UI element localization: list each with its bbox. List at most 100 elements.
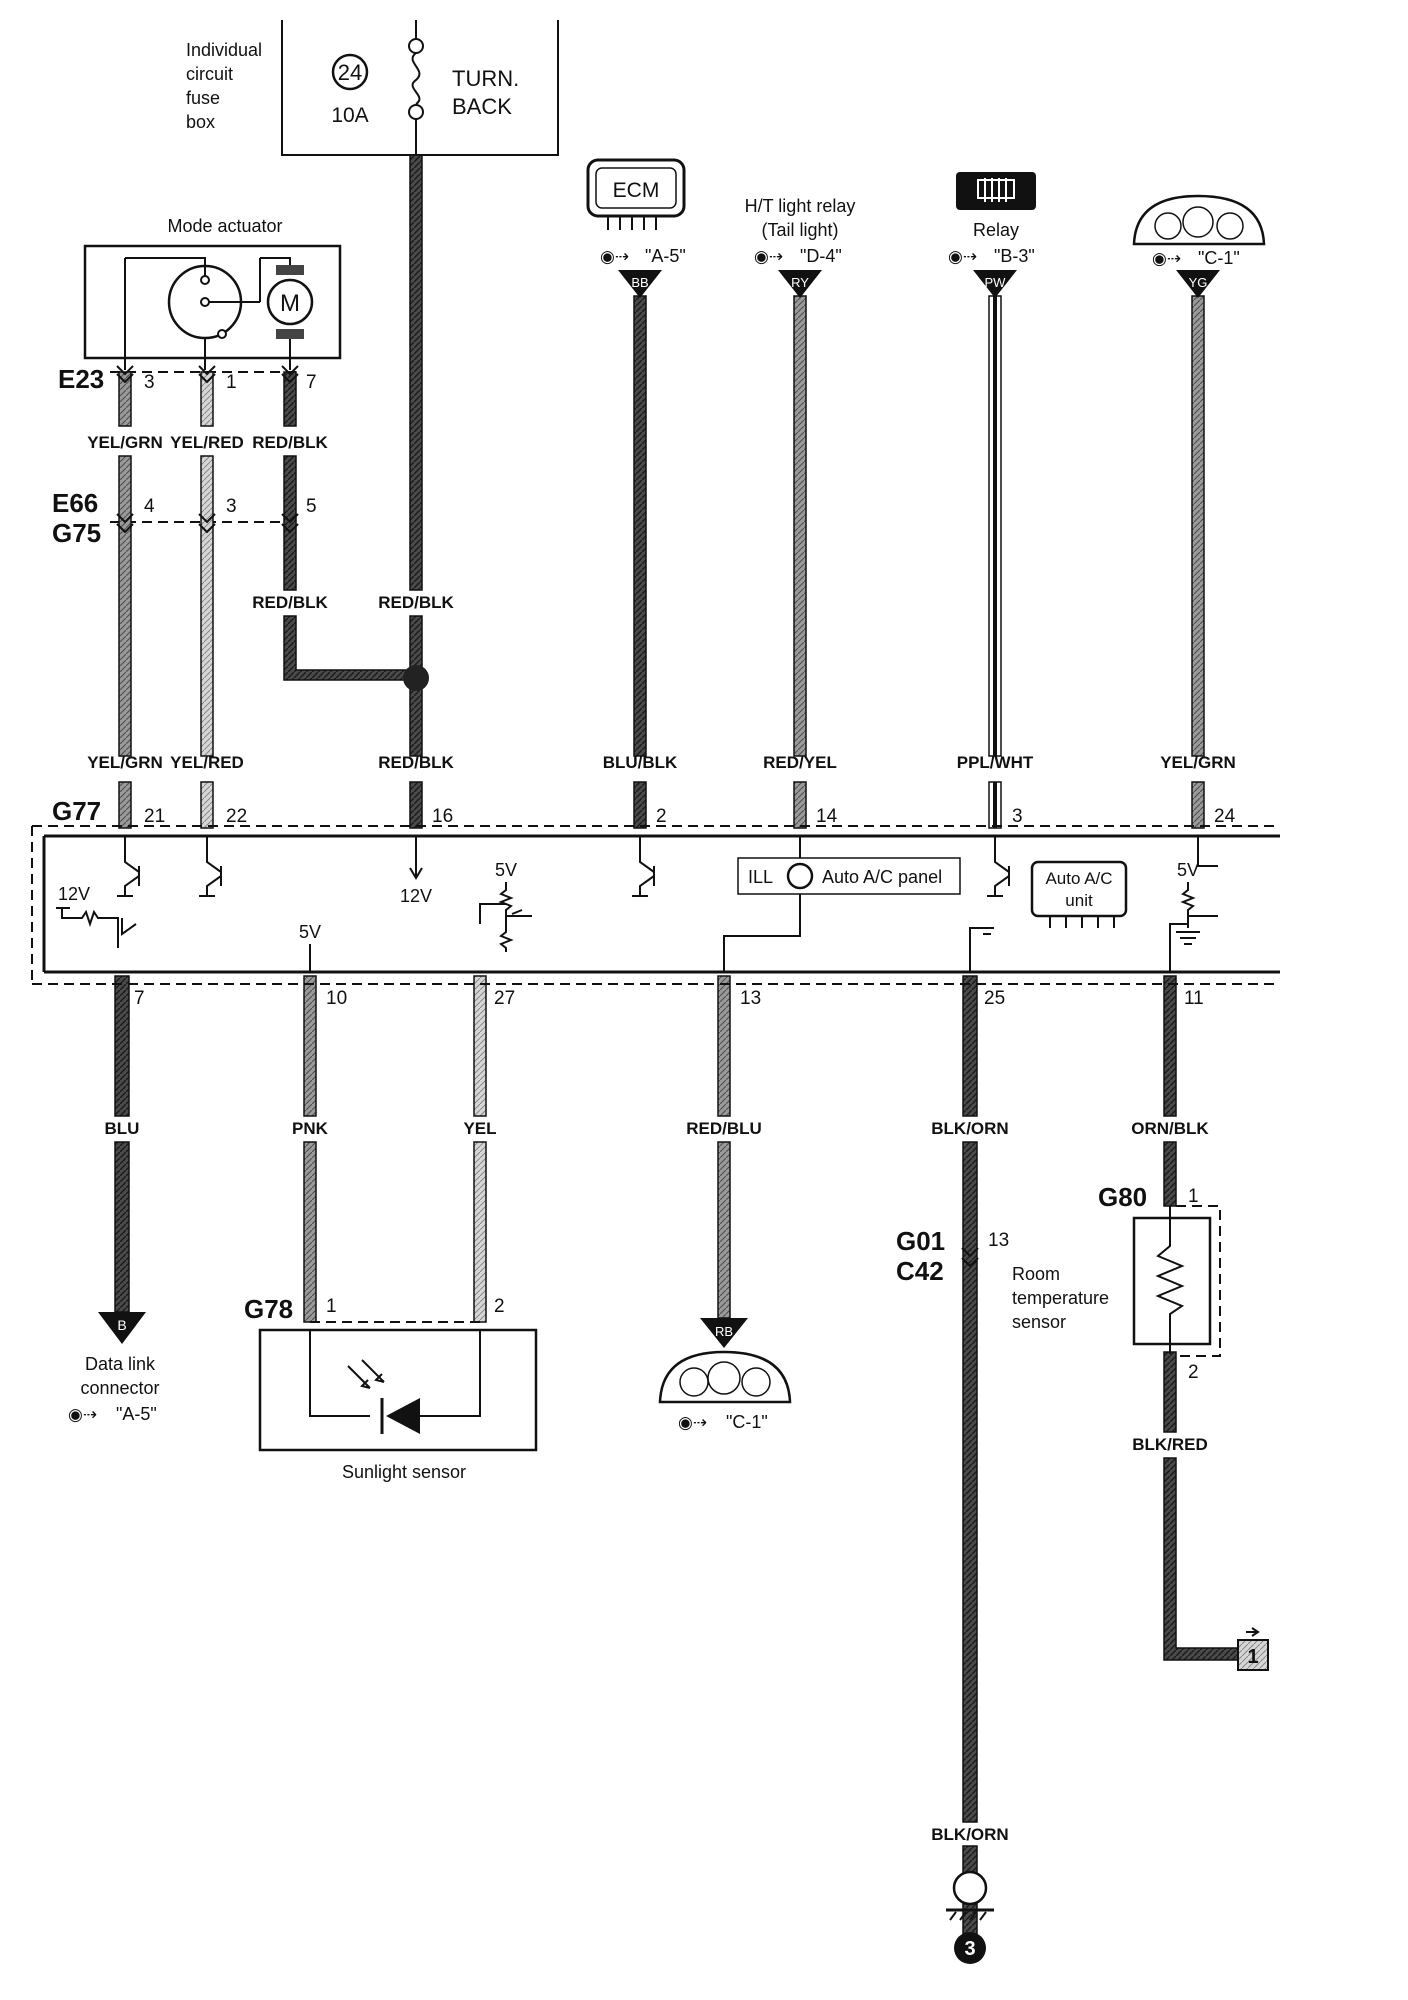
- wire-e23-1: YEL/RED: [170, 433, 244, 452]
- unit-pin-13: 13: [740, 988, 761, 1009]
- ecm-device: ECM ◉⇢ "A-5" BB: [586, 158, 686, 298]
- ecm-ref: "A-5": [645, 246, 686, 266]
- data-link-code: B: [117, 1317, 126, 1333]
- motor-label: M: [280, 290, 300, 317]
- ground-box-label: 1: [1247, 1646, 1258, 1668]
- v12-left: 12V: [58, 884, 90, 904]
- fuse-icon: [408, 20, 424, 155]
- unit-label-2: unit: [1065, 891, 1093, 910]
- ht-relay-ref: "D-4": [800, 246, 842, 266]
- connector-e23: E23: [58, 364, 104, 394]
- cluster-top-code: YG: [1189, 275, 1208, 290]
- connector-g80: G80: [1098, 1182, 1147, 1212]
- room-temperature-sensor: G80 1 2 Room temperature sensor BLK/RED …: [1012, 1182, 1269, 1671]
- fuse-box-label-4: box: [186, 112, 215, 132]
- wire-g77-3: PPL/WHT: [957, 753, 1034, 772]
- wire-mid-left: RED/BLK: [252, 593, 328, 612]
- fuse-rating: 10A: [331, 104, 368, 127]
- connector-g01: G01: [896, 1226, 945, 1256]
- unit-pin-11: 11: [1184, 988, 1204, 1009]
- eye-icon: ◉⇢: [1152, 249, 1181, 268]
- wire-red-blu: RED/BLU: [686, 1119, 762, 1138]
- unit-pin-10: 10: [326, 988, 347, 1009]
- data-link-label-2: connector: [80, 1378, 159, 1398]
- cluster-bottom-ref: "C-1": [726, 1412, 768, 1432]
- photodiode-icon: [386, 1398, 420, 1434]
- unit-pin-25: 25: [984, 988, 1005, 1009]
- g78-pin-1: 1: [326, 1296, 337, 1317]
- e23-pin-1: 1: [226, 372, 237, 393]
- connector-g75: G75: [52, 518, 101, 548]
- unit-pin-27: 27: [494, 988, 515, 1009]
- v12-top: 12V: [400, 886, 432, 906]
- cluster-top-ref: "C-1": [1198, 248, 1240, 268]
- g77-pin-2: 2: [656, 806, 667, 827]
- e66-pin-4: 4: [144, 496, 155, 517]
- instrument-cluster-top: ◉⇢ "C-1" YG: [1132, 194, 1266, 298]
- fuse-box-label-1: Individual: [186, 40, 262, 60]
- wire-yel: YEL: [463, 1119, 496, 1138]
- ill-label: ILL: [748, 867, 773, 887]
- e23-pin-3: 3: [144, 372, 155, 393]
- ht-relay-code: RY: [791, 275, 809, 290]
- g78-pin-2: 2: [494, 1296, 505, 1317]
- ground-number: 3: [964, 1938, 975, 1960]
- ht-light-relay: H/T light relay (Tail light) ◉⇢ "D-4" RY: [745, 196, 855, 298]
- room-sensor-label-1: Room: [1012, 1264, 1060, 1284]
- arrow-icon: [1246, 1627, 1260, 1637]
- g77-pin-16: 16: [432, 806, 453, 827]
- cluster-bottom-code: RB: [715, 1324, 733, 1339]
- g77-pin-14: 14: [816, 806, 838, 827]
- ht-relay-label-2: (Tail light): [761, 220, 838, 240]
- connector-e66: E66: [52, 488, 98, 518]
- wire-g77-2: BLU/BLK: [603, 753, 678, 772]
- v5-left: 5V: [299, 922, 321, 942]
- fuse-number: 24: [338, 60, 362, 85]
- g80-pin-1: 1: [1188, 1186, 1199, 1207]
- ecm-code: BB: [631, 275, 648, 290]
- fuse-box-label-2: circuit: [186, 64, 233, 84]
- wire-g77-24: YEL/GRN: [1160, 753, 1236, 772]
- g77-pin-21: 21: [144, 806, 165, 827]
- illumination-bulb-icon: [786, 862, 814, 890]
- g01-pin-13: 13: [988, 1230, 1009, 1251]
- wire-blk-red: BLK/RED: [1132, 1435, 1208, 1454]
- relay-device: Relay ◉⇢ "B-3" PW: [948, 172, 1036, 298]
- g77-pin-3: 3: [1012, 806, 1023, 827]
- eye-icon: ◉⇢: [678, 1413, 707, 1432]
- mode-actuator: Mode actuator M: [83, 216, 342, 370]
- wire-g77-16: RED/BLK: [378, 753, 454, 772]
- transistor-icons: [117, 836, 1218, 897]
- connector-g78: G78: [244, 1294, 293, 1324]
- connector-g77: G77: [52, 796, 101, 826]
- data-link-ref: "A-5": [116, 1404, 157, 1424]
- relay-label: Relay: [973, 220, 1019, 240]
- thermistor-icon: [1155, 1206, 1185, 1354]
- relay-ref: "B-3": [994, 246, 1035, 266]
- wire-g77-22: YEL/RED: [170, 753, 244, 772]
- wire-e23-7: RED/BLK: [252, 433, 328, 452]
- sunlight-sensor-label: Sunlight sensor: [342, 1462, 466, 1482]
- eye-icon: ◉⇢: [754, 247, 783, 266]
- connector-c42: C42: [896, 1256, 944, 1286]
- ecm-label: ECM: [613, 179, 660, 202]
- fuse-box-label-3: fuse: [186, 88, 220, 108]
- mode-actuator-title: Mode actuator: [167, 216, 282, 236]
- unit-label-1: Auto A/C: [1045, 869, 1112, 888]
- fuse-box: Individual circuit fuse box 24 10A TURN.…: [186, 20, 559, 156]
- instrument-cluster-bottom: RB ◉⇢ "C-1": [658, 1318, 792, 1432]
- unit-pin-7: 7: [134, 988, 145, 1009]
- auto-ac-unit: G77 21 22 16 2 14 3 24 12V 12V ILL: [31, 796, 1280, 1009]
- g80-pin-2: 2: [1188, 1362, 1199, 1383]
- panel-label: Auto A/C panel: [822, 867, 942, 887]
- ground-line: G01 C42 13 BLK/ORN 3: [896, 1226, 1009, 1964]
- wire-g77-21: YEL/GRN: [87, 753, 163, 772]
- wire-e23-3: YEL/GRN: [87, 433, 163, 452]
- wire-blu: BLU: [105, 1119, 140, 1138]
- room-sensor-label-2: temperature: [1012, 1288, 1109, 1308]
- e23-pin-7: 7: [306, 372, 317, 393]
- relay-code: PW: [985, 275, 1007, 290]
- g77-pin-24: 24: [1214, 806, 1236, 827]
- wire-g77-14: RED/YEL: [763, 753, 837, 772]
- wire-mid-right: RED/BLK: [378, 593, 454, 612]
